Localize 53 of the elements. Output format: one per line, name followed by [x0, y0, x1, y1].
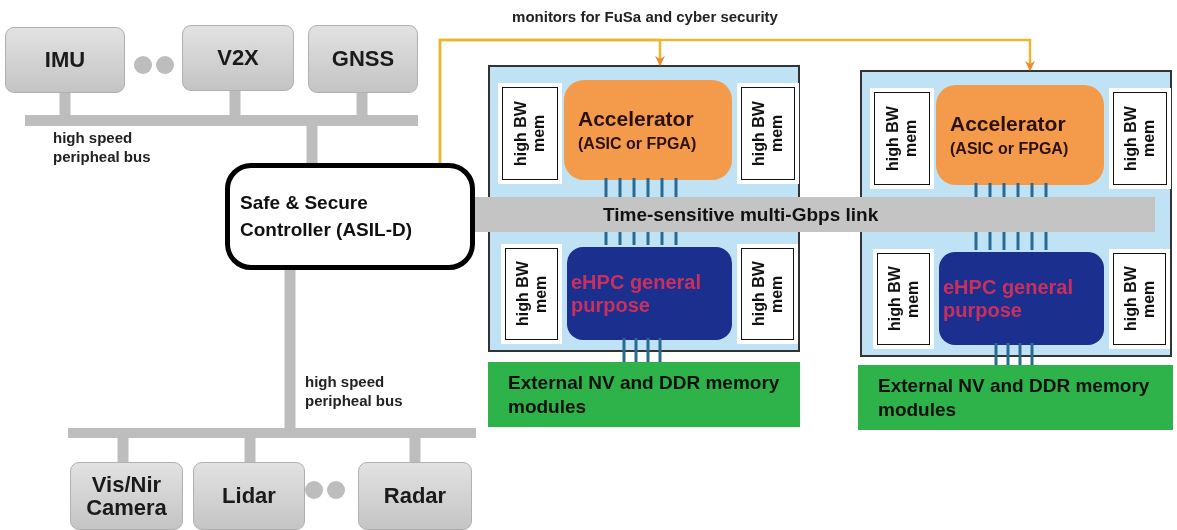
node-sublabel: (ASIC or FPGA)	[578, 135, 698, 153]
bus-label: high speed peripheal bus	[305, 373, 404, 411]
bus-lines	[974, 230, 1048, 252]
node-label: high BW mem	[884, 105, 920, 173]
node-label: high BW mem	[512, 100, 548, 168]
node-label: high BW mem	[749, 260, 786, 329]
memory-module-block	[488, 362, 800, 427]
bus-connector	[117, 438, 129, 462]
node-label: External NV and DDR memory modules	[878, 373, 1151, 422]
node-label: Vis/Nir Camera	[85, 472, 168, 520]
node-label: GNSS	[331, 47, 395, 71]
node-label: high BW mem	[1122, 105, 1158, 173]
accelerator-block	[936, 85, 1104, 185]
processor-block	[939, 252, 1104, 345]
memory-module-block	[858, 365, 1173, 430]
node-label: high BW mem	[885, 265, 922, 334]
node-sublabel: (ASIC or FPGA)	[950, 140, 1070, 158]
bus-connector	[229, 91, 241, 115]
node-label: Accelerator	[950, 112, 1067, 136]
node-label: high BW mem	[750, 100, 786, 168]
bus-bar	[25, 115, 418, 126]
sensor-box	[308, 25, 418, 93]
bus-connector	[284, 270, 296, 428]
node-label: Lidar	[222, 484, 276, 508]
sensor-box	[358, 462, 472, 530]
arrow	[438, 38, 1035, 163]
node-label: Time-sensitive multi-Gbps link	[603, 203, 880, 226]
sensor-box	[193, 462, 305, 530]
controller-box	[225, 163, 475, 270]
node-label: Accelerator	[578, 107, 695, 131]
node-label: IMU	[44, 48, 86, 72]
node-label: V2X	[217, 46, 259, 70]
node-label: External NV and DDR memory modules	[508, 370, 781, 419]
bus-connector	[409, 438, 421, 462]
node-label: high BW mem	[1121, 265, 1158, 334]
node-label: Radar	[383, 484, 447, 508]
bus-connector	[244, 438, 256, 462]
node-label: eHPC general purpose	[943, 275, 1075, 322]
processor-block	[567, 247, 732, 340]
bus-bar	[68, 428, 476, 438]
sensor-box	[5, 27, 125, 93]
sensor-box	[70, 462, 183, 530]
bus-label: high speed peripheal bus	[53, 129, 152, 167]
sensor-box	[182, 25, 294, 91]
bus-connector	[59, 93, 71, 115]
link-band	[475, 197, 1155, 232]
bus-connector	[306, 126, 318, 163]
node-label: eHPC general purpose	[571, 270, 703, 317]
node-label: Safe & Secure Controller (ASIL-D)	[240, 190, 414, 242]
node-label: high BW mem	[513, 260, 550, 329]
bus-lines	[604, 230, 678, 247]
bus-connector	[356, 93, 368, 115]
accelerator-block	[564, 80, 732, 180]
